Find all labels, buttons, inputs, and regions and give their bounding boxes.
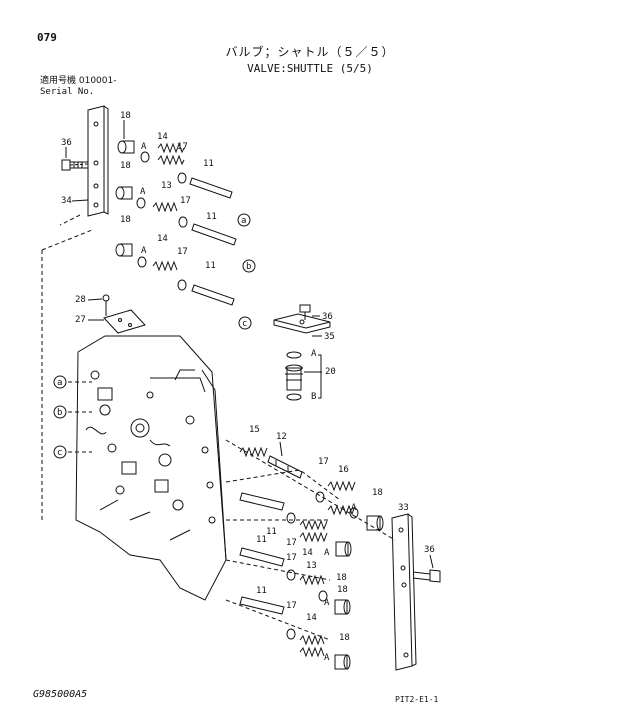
callout-17-lower1: 17 [318, 457, 329, 467]
left-bracket-plate [87, 105, 109, 217]
callout-17-lower2: 17 [286, 538, 297, 548]
upper-shuttle-row-2 [115, 186, 256, 273]
lower-row-4 [239, 596, 351, 670]
callout-33: 33 [398, 503, 409, 513]
callout-11-row3: 11 [205, 261, 216, 271]
callout-13: 13 [161, 181, 172, 191]
document-code: G985000A5 [33, 689, 88, 700]
lower-row-1 [315, 480, 384, 531]
callout-17-lower4: 17 [286, 601, 297, 611]
callout-35: 35 [324, 332, 335, 342]
callout-20: 20 [325, 367, 336, 377]
callout-13-lower: 13 [306, 561, 317, 571]
mark-A-lower1: A [351, 503, 357, 513]
callout-17-row3: 17 [177, 247, 188, 257]
callout-18-row1: 18 [120, 111, 131, 121]
circle-a-body [53, 375, 67, 389]
callout-18-row2: 18 [120, 161, 131, 171]
callout-17-row2: 17 [180, 196, 191, 206]
main-valve-body [75, 335, 227, 601]
page-number: 079 [37, 31, 57, 44]
cover-plate [103, 309, 146, 334]
mark-A-row2: A [140, 187, 146, 197]
circle-b-body [53, 405, 67, 419]
mark-A-lower4: A [324, 653, 330, 663]
mark-A-lower2: A [324, 548, 330, 558]
callout-17-row1: 17 [177, 142, 188, 152]
mark-B-shuttle: B [311, 392, 316, 402]
callout-27: 27 [75, 315, 86, 325]
right-bracket-plate [391, 513, 417, 671]
lower-row-2 [239, 492, 352, 557]
letter-c-body: c [57, 448, 62, 458]
bracket-bolt [299, 304, 311, 320]
cover-screw [102, 294, 110, 316]
callout-11-lower3: 11 [256, 535, 267, 545]
callout-36-right: 36 [424, 545, 435, 555]
callout-14-lower2: 14 [302, 548, 313, 558]
callout-14-row1: 14 [157, 132, 168, 142]
left-bolt [61, 159, 88, 171]
leader-34 [71, 199, 89, 202]
callout-12: 12 [276, 432, 287, 442]
o-ring-lower [286, 393, 302, 401]
lower-row-3 [239, 547, 351, 615]
page-title-japanese: バルブ；シャトル（５／５） [225, 45, 395, 59]
mark-A-lower3: A [324, 598, 330, 608]
spool-12 [267, 455, 303, 479]
callout-34: 34 [61, 196, 72, 206]
left-bolt-axis [69, 163, 89, 166]
serial-range-label: 適用号機 010001- [40, 76, 117, 86]
mark-A-row1: A [141, 142, 147, 152]
callout-16: 16 [338, 465, 349, 475]
letter-c-top: c [242, 319, 247, 329]
right-bolt [412, 569, 441, 583]
circle-c-body [53, 445, 67, 459]
callout-36-bracket: 36 [322, 312, 333, 322]
spring-15 [239, 446, 268, 458]
callout-18-lower3: 18 [337, 585, 348, 595]
callout-18-row3: 18 [120, 215, 131, 225]
callout-15: 15 [249, 425, 260, 435]
reference-code: PIT2-E1-1 [395, 695, 439, 704]
small-bracket [273, 313, 331, 334]
callout-36-left: 36 [61, 138, 72, 148]
letter-a-top: a [241, 216, 246, 226]
callout-28: 28 [75, 295, 86, 305]
callout-14-lower4: 14 [306, 613, 317, 623]
callout-11-lower4: 11 [256, 586, 267, 596]
callout-11-row2: 11 [206, 212, 217, 222]
page-title-english: VALVE:SHUTTLE (5/5) [247, 62, 373, 75]
callout-11-row1: 11 [203, 159, 214, 169]
callout-11-lower2: 11 [266, 527, 277, 537]
letter-b-body: b [57, 408, 62, 418]
upper-shuttle-row-1 [117, 140, 251, 227]
serial-number-label: Serial No. [40, 87, 95, 97]
callout-18-lower2: 18 [336, 573, 347, 583]
upper-shuttle-row-3 [115, 243, 252, 330]
mark-A-shuttle: A [311, 349, 317, 359]
o-ring-upper [286, 351, 302, 359]
callout-17-lower3: 17 [286, 553, 297, 563]
shuttle-valve [285, 364, 303, 391]
mark-A-row3: A [141, 246, 147, 256]
letter-b-top: b [246, 262, 251, 272]
callout-18-lower4: 18 [339, 633, 350, 643]
callout-14-row3: 14 [157, 234, 168, 244]
letter-a-body: a [57, 378, 62, 388]
callout-18-lower1: 18 [372, 488, 383, 498]
